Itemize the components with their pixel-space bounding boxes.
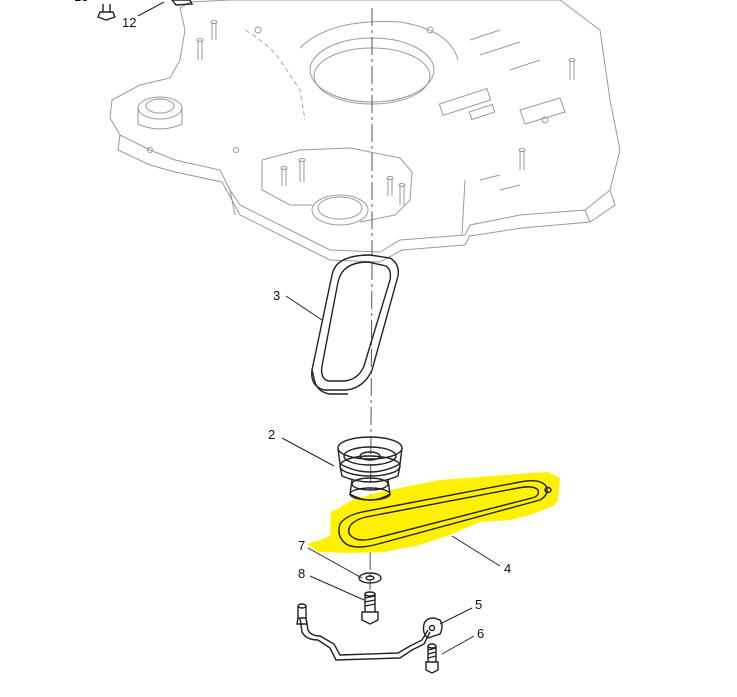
callouts: 13 12 3 2 7 8 4 5 6	[74, 0, 511, 641]
chassis-studs	[196, 20, 576, 205]
callout-2: 2	[268, 427, 275, 442]
leader-lines	[137, 1, 501, 655]
callout-4: 4	[504, 561, 511, 576]
bolt-part-8	[361, 591, 379, 625]
callout-7: 7	[298, 538, 305, 553]
chassis-frame	[97, 0, 621, 263]
callout-5: 5	[475, 597, 482, 612]
callout-8: 8	[298, 566, 305, 581]
pulley-part-2	[337, 436, 403, 501]
callout-12: 12	[122, 15, 136, 30]
bracket-part-5	[422, 617, 443, 639]
highlight-region	[307, 472, 560, 553]
linkage-rod	[296, 603, 431, 661]
bolt-part-6	[425, 643, 439, 674]
belt-part-3	[311, 254, 400, 395]
belt-part-4	[338, 479, 552, 548]
top-hardware	[97, 0, 194, 21]
washer-part-7	[358, 572, 382, 584]
callout-6: 6	[477, 626, 484, 641]
callout-3: 3	[273, 288, 280, 303]
callout-13: 13	[74, 0, 88, 4]
